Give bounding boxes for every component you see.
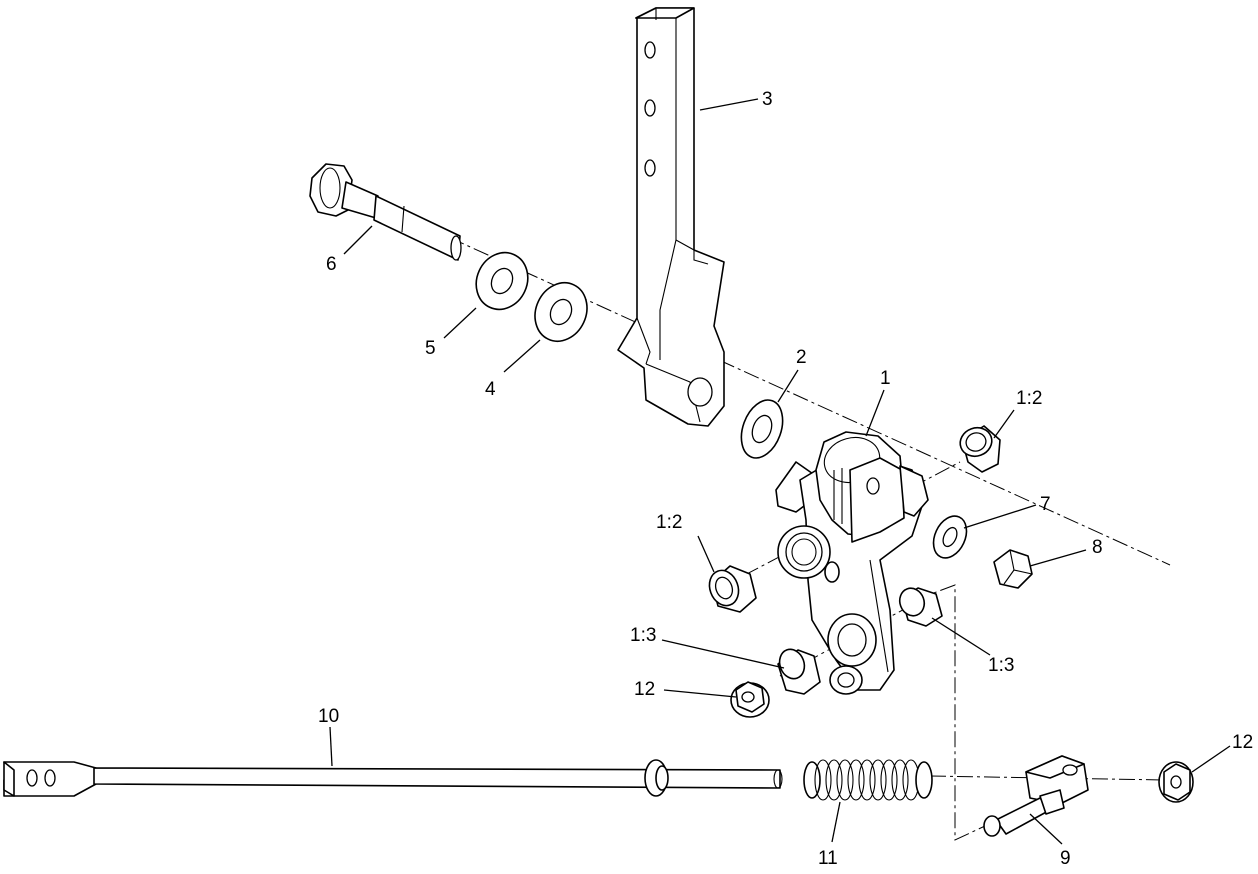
callout-2: 2 [796, 347, 807, 368]
callout-12-right: 12 [1232, 732, 1253, 753]
callout-11: 11 [818, 848, 838, 869]
callout-1-3-left: 1:3 [630, 625, 656, 646]
callout-7: 7 [1040, 494, 1051, 515]
flange-nut-12-upper [730, 681, 770, 718]
flat-washer-5 [475, 251, 529, 311]
compression-spring [803, 759, 933, 801]
bushing-1-3-left [777, 648, 821, 695]
lever-bracket [617, 7, 725, 427]
control-rod [3, 759, 783, 797]
callout-1: 1 [880, 368, 891, 389]
callout-6: 6 [326, 254, 337, 275]
rod-end-pivot [983, 755, 1089, 837]
callout-1-3-right: 1:3 [988, 655, 1014, 676]
washer-7 [932, 515, 968, 559]
bushing-1-2-upper [959, 425, 1001, 473]
shoulder-bolt [309, 163, 462, 261]
pivot-arm [775, 431, 929, 695]
callout-10: 10 [318, 706, 339, 727]
callout-8: 8 [1092, 537, 1103, 558]
washer-4 [534, 282, 588, 342]
bushing-1-2-lower [708, 565, 757, 613]
callout-4: 4 [485, 379, 496, 400]
flange-nut-12-right [1158, 761, 1194, 803]
callout-12-upper: 12 [634, 679, 655, 700]
callout-1-2-lower: 1:2 [656, 512, 682, 533]
callout-5: 5 [425, 338, 436, 359]
upper-assembly-axis [399, 214, 1171, 566]
hex-nut-8 [993, 549, 1033, 589]
bushing-1-3-right [898, 587, 943, 627]
callout-9: 9 [1060, 848, 1071, 869]
rod-end-axis [914, 584, 986, 841]
washer-2 [740, 399, 784, 459]
callout-3: 3 [762, 89, 773, 110]
callout-1-2-upper: 1:2 [1016, 388, 1042, 409]
